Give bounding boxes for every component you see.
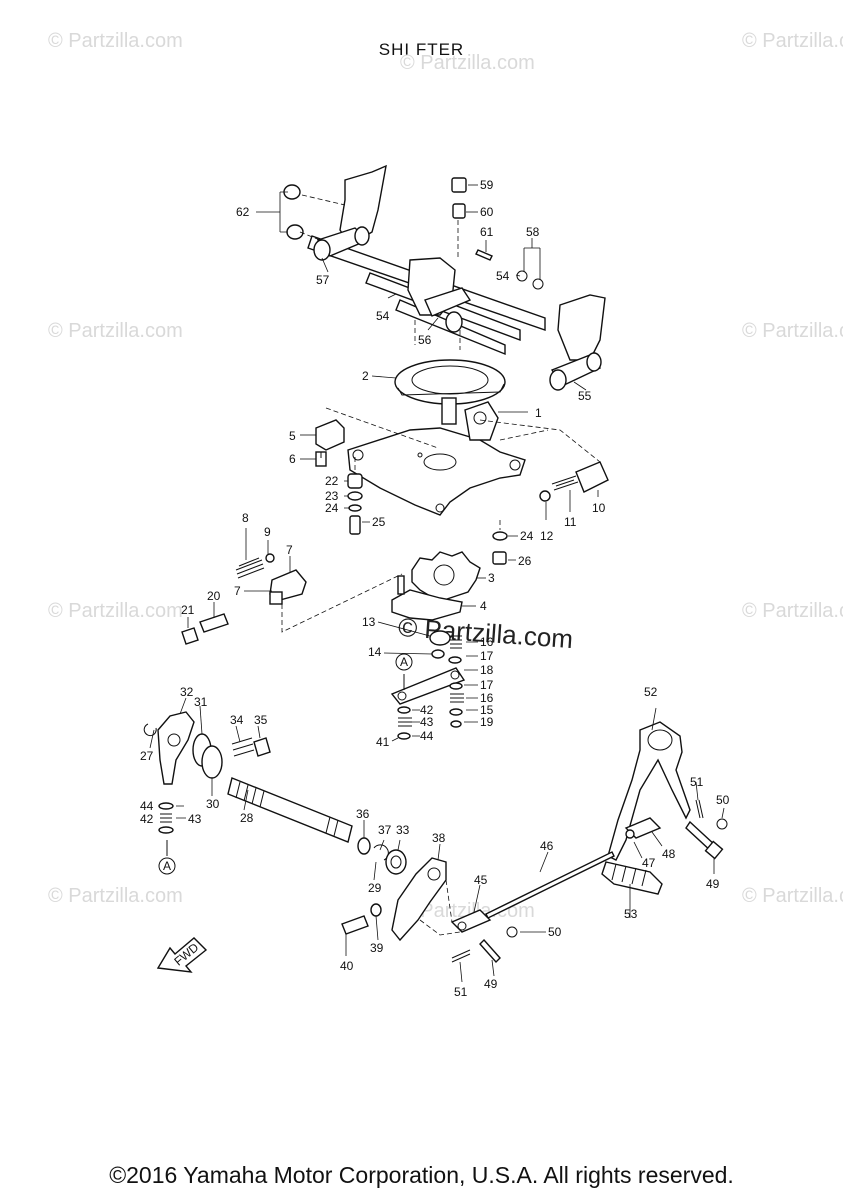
part-label-18: 18	[480, 663, 494, 677]
part-label-21: 21	[181, 603, 195, 617]
part-label-49b: 49	[484, 977, 498, 991]
part-label-17b: 17	[480, 678, 494, 692]
watermark: © Partzilla.com	[48, 30, 183, 52]
part-label-7b: 7	[234, 584, 241, 598]
part-label-49: 49	[706, 877, 720, 891]
part-label-52: 52	[644, 685, 658, 699]
part-label-44b: 44	[140, 799, 154, 813]
shift-pedal-assembly	[419, 721, 728, 964]
callout-a-label: A	[400, 655, 408, 669]
watermark: © Partzilla.com	[48, 885, 183, 907]
part-label-32: 32	[180, 685, 194, 699]
part-label-57: 57	[316, 273, 330, 287]
part-label-14: 14	[368, 645, 382, 659]
part-label-28: 28	[240, 811, 254, 825]
watermark: © Partzilla.com	[742, 320, 843, 342]
part-label-55: 55	[578, 389, 592, 403]
part-label-45: 45	[474, 873, 488, 887]
part-label-12: 12	[540, 529, 554, 543]
part-label-17: 17	[480, 649, 494, 663]
callout-a-label: A	[163, 859, 171, 873]
part-label-24: 24	[325, 501, 339, 515]
part-label-48: 48	[662, 847, 676, 861]
part-label-25: 25	[372, 515, 386, 529]
part-label-54b: 54	[376, 309, 390, 323]
part-label-16: 16	[480, 635, 494, 649]
part-label-44: 44	[420, 729, 434, 743]
part-label-13: 13	[362, 615, 376, 629]
part-label-16b: 16	[480, 691, 494, 705]
part-label-43b: 43	[188, 812, 202, 826]
part-label-7: 7	[286, 543, 293, 557]
part-label-54: 54	[496, 269, 510, 283]
callout-a	[158, 653, 413, 875]
part-label-8: 8	[242, 511, 249, 525]
part-label-9: 9	[264, 525, 271, 539]
shift-fork-assembly	[283, 164, 606, 391]
part-label-62: 62	[236, 205, 250, 219]
part-label-24b: 24	[520, 529, 534, 543]
part-labels: 1 2 3 4 5 6 7 7 8 9 10 11 12 13 14 15 16…	[140, 178, 730, 999]
part-label-51: 51	[690, 775, 704, 789]
part-label-4: 4	[480, 599, 487, 613]
part-label-60: 60	[480, 205, 494, 219]
part-label-5: 5	[289, 429, 296, 443]
part-label-15: 15	[480, 703, 494, 717]
copyright-footer: ©2016 Yamaha Motor Corporation, U.S.A. A…	[109, 1162, 734, 1188]
part-label-47: 47	[642, 856, 656, 870]
part-label-6: 6	[289, 452, 296, 466]
leader-lines	[149, 184, 725, 983]
part-label-2: 2	[362, 369, 369, 383]
part-label-42b: 42	[140, 812, 154, 826]
segment-stopper	[181, 551, 481, 645]
part-label-33: 33	[396, 823, 410, 837]
watermark: © Partzilla.com	[400, 900, 535, 922]
part-label-46: 46	[540, 839, 554, 853]
part-label-40: 40	[340, 959, 354, 973]
part-label-31: 31	[194, 695, 208, 709]
part-label-42: 42	[420, 703, 434, 717]
watermark: © Partzilla.com	[742, 885, 843, 907]
part-label-3: 3	[488, 571, 495, 585]
watermark: © Partzilla.com	[48, 600, 183, 622]
shift-shaft-assembly	[143, 711, 447, 942]
fwd-arrow: FWD	[156, 937, 208, 973]
shift-drum-plate	[315, 359, 609, 565]
watermark: © Partzilla.com	[400, 52, 535, 74]
part-label-58: 58	[526, 225, 540, 239]
diagram-title: SHI FTER	[378, 40, 465, 59]
part-label-23: 23	[325, 489, 339, 503]
part-label-11: 11	[564, 515, 577, 529]
part-label-29: 29	[368, 881, 382, 895]
part-label-41: 41	[376, 735, 390, 749]
part-label-34: 34	[230, 713, 244, 727]
part-label-56: 56	[418, 333, 432, 347]
part-label-50b: 50	[548, 925, 562, 939]
part-label-43: 43	[420, 715, 434, 729]
part-label-30: 30	[206, 797, 220, 811]
watermark: © Partzilla.com	[48, 320, 183, 342]
part-label-53: 53	[624, 907, 638, 921]
watermark: © Partzilla.com	[742, 30, 843, 52]
part-label-10: 10	[592, 501, 606, 515]
part-label-38: 38	[432, 831, 446, 845]
part-label-27: 27	[140, 749, 154, 763]
part-label-26: 26	[518, 554, 532, 568]
part-label-36: 36	[356, 807, 370, 821]
part-label-39: 39	[370, 941, 384, 955]
watermark: © Partzilla.com	[742, 600, 843, 622]
part-label-35: 35	[254, 713, 268, 727]
part-label-20: 20	[207, 589, 221, 603]
part-label-61: 61	[480, 225, 494, 239]
part-label-37: 37	[378, 823, 392, 837]
part-label-1: 1	[535, 406, 542, 420]
part-label-22: 22	[325, 474, 339, 488]
part-label-51b: 51	[454, 985, 468, 999]
part-label-19: 19	[480, 715, 494, 729]
part-label-59: 59	[480, 178, 494, 192]
part-label-50: 50	[716, 793, 730, 807]
